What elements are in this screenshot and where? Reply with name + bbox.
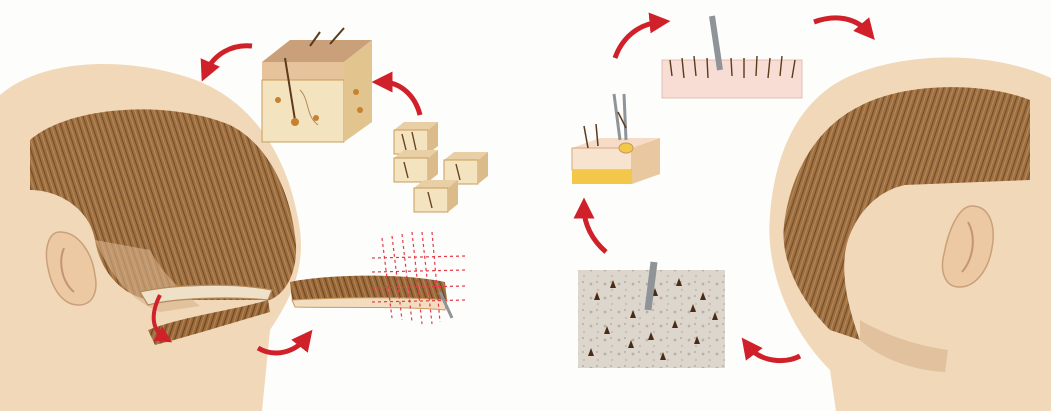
implanted-scalp-icon — [661, 15, 803, 99]
arrow-icon — [612, 12, 671, 59]
head-restored-icon — [769, 57, 1051, 411]
graft-cubes-icon — [393, 122, 488, 213]
arrow-icon — [573, 197, 608, 254]
skin-cross-section-icon — [261, 27, 372, 143]
arrow-icon — [371, 71, 423, 116]
arrow-icon — [200, 43, 253, 82]
arrow-icon — [741, 337, 802, 364]
arrow-icon — [813, 15, 875, 40]
scalp-strip-icon — [290, 231, 467, 325]
recipient-site-icon — [578, 261, 725, 368]
arrow-icon — [256, 329, 313, 356]
head-donor-area-icon — [0, 63, 301, 411]
graft-placement-icon — [571, 93, 660, 184]
